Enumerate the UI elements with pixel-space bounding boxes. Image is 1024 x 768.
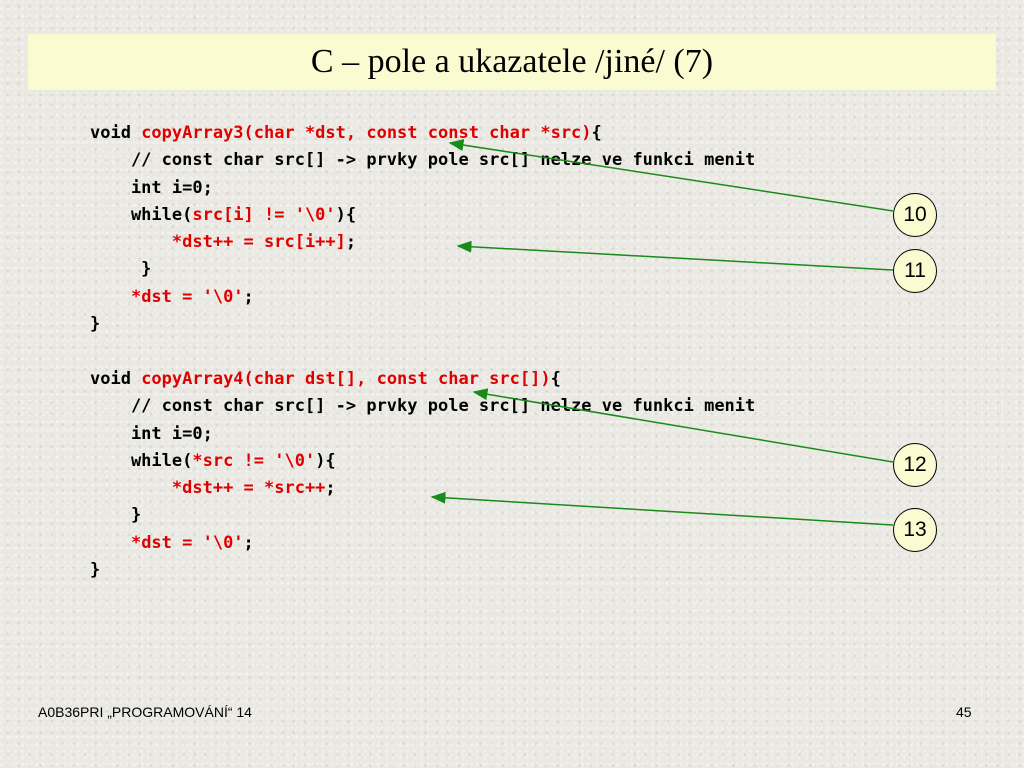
code-highlight: *dst = '\0'	[130, 286, 244, 307]
code-text: while(	[90, 204, 193, 225]
callout-badge: 12	[893, 443, 937, 487]
code-text: {	[550, 369, 561, 389]
code-highlight: *dst++ = *src++	[171, 478, 326, 499]
code-line: *dst = '\0';	[90, 284, 755, 311]
code-highlight: *src != '\0'	[192, 450, 316, 471]
code-line: }	[90, 502, 755, 529]
code-text: void	[90, 369, 142, 389]
code-highlight: copyArray4(char dst[], const char src[])	[141, 369, 551, 389]
code-line: int i=0;	[90, 421, 755, 448]
code-text: ){	[335, 204, 357, 225]
code-text: // const char src[] -> prvky pole src[] …	[90, 150, 756, 171]
code-line: }	[90, 557, 755, 584]
code-highlight: *dst++ = src[i++]	[171, 232, 346, 253]
code-text: ;	[243, 532, 254, 553]
code-block-copyarray4: void copyArray4(char dst[], const char s…	[90, 366, 755, 584]
code-line: void copyArray4(char dst[], const char s…	[90, 366, 755, 393]
code-text: ;	[243, 286, 254, 307]
code-text: while(	[90, 450, 193, 471]
callout-badge: 10	[893, 193, 937, 237]
code-highlight: src[i] != '\0'	[192, 204, 336, 225]
code-text: }	[90, 259, 152, 280]
code-block-copyarray3: void copyArray3(char *dst, const const c…	[90, 120, 755, 338]
page-number: 45	[956, 704, 972, 720]
code-text: void	[90, 123, 142, 143]
code-line: }	[90, 311, 755, 338]
code-line: // const char src[] -> prvky pole src[] …	[90, 147, 755, 174]
code-highlight: copyArray3(char *dst, const const char *…	[141, 123, 592, 143]
code-text: ;	[325, 478, 336, 499]
slide-title: C – pole a ukazatele /jiné/ (7)	[310, 43, 714, 80]
code-line: *dst++ = src[i++];	[90, 229, 755, 256]
code-line: while(src[i] != '\0'){	[90, 202, 755, 229]
code-line: while(*src != '\0'){	[90, 448, 755, 475]
code-line: // const char src[] -> prvky pole src[] …	[90, 393, 755, 420]
footer-course: A0B36PRI „PROGRAMOVÁNÍ“ 14	[38, 704, 252, 720]
callout-badge: 13	[893, 508, 937, 552]
code-text	[90, 478, 172, 498]
title-bar: C – pole a ukazatele /jiné/ (7)	[28, 34, 996, 90]
code-text: ){	[315, 450, 336, 471]
code-text: ;	[345, 232, 357, 253]
code-line: }	[90, 256, 755, 283]
code-text: int i=0;	[90, 177, 213, 198]
code-text: }	[90, 314, 101, 335]
code-text: {	[591, 123, 602, 143]
callout-badge: 11	[893, 249, 937, 293]
code-highlight: *dst = '\0'	[130, 532, 244, 553]
code-line: int i=0;	[90, 175, 755, 202]
code-text	[90, 232, 172, 252]
code-line: *dst++ = *src++;	[90, 475, 755, 502]
code-text: }	[90, 505, 142, 526]
code-text	[90, 533, 131, 553]
code-line: *dst = '\0';	[90, 530, 755, 557]
code-text: int i=0;	[90, 423, 213, 444]
code-text	[90, 287, 131, 307]
code-line: void copyArray3(char *dst, const const c…	[90, 120, 755, 147]
code-text: }	[90, 560, 101, 581]
code-text: // const char src[] -> prvky pole src[] …	[90, 396, 756, 417]
